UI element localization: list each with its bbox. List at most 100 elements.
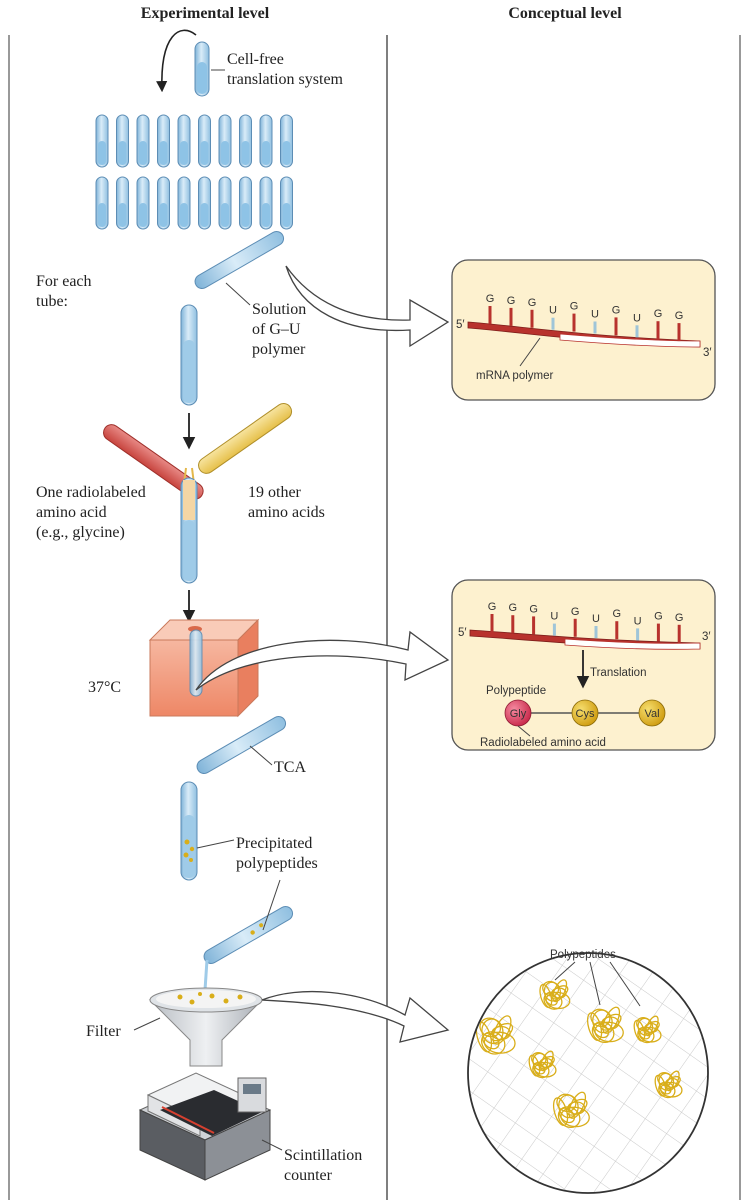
radiolabeled-label: Radiolabeled amino acid [480,737,606,749]
cys-residue [571,699,599,727]
radio-label-2: amino acid [36,504,107,521]
tube-rack [95,114,293,230]
precip-label-2: polypeptides [236,855,318,872]
precip-label-1: Precipitated [236,835,312,852]
rack-tube [259,176,273,230]
base-letter: G [509,602,518,614]
arrow-to-panel-1 [285,265,450,348]
base-letter: U [550,611,558,623]
rack-tube [177,114,191,168]
tca-tube [196,716,287,774]
polypeptide-clump [633,1015,662,1044]
translation-label: Translation [590,667,646,679]
precipitation-tube [180,781,198,881]
base-letter: G [488,601,497,613]
base-letter: G [571,606,580,618]
rack-tube [218,176,232,230]
rack-tube [136,114,150,168]
arrow-to-panel-2 [195,630,450,691]
arrow-to-panel-3 [261,990,450,1043]
rack-tube [157,114,170,168]
scint-label-1: Scintillation [284,1147,362,1164]
rack-tube [198,114,211,168]
base-letter: G [612,304,621,316]
rack-tube [280,114,293,168]
panel1-three-prime: 3′ [703,347,712,359]
rack-tube [157,176,170,230]
conceptual-header: Conceptual level [508,5,622,22]
rack-tube [239,176,252,230]
base-letter: U [634,615,642,627]
base-letter: U [633,312,641,324]
val-residue [638,699,666,727]
rack-tube [198,176,211,230]
cellfree-label-1: Cell-free [227,51,284,68]
incubation-block [148,618,260,718]
polypeptide-label: Polypeptide [486,685,546,697]
cellfree-tube [194,41,210,97]
polypeptide-clump [475,1015,516,1055]
solution-label-3: polymer [252,341,306,358]
rack-tube [239,114,252,168]
base-letter: G [529,603,538,615]
scintillation-counter [138,1072,272,1181]
other-label-1: 19 other [248,484,302,501]
base-letter: G [528,297,537,309]
val-label: Val [644,708,659,720]
mrna-polymer-label: mRNA polymer [476,370,553,382]
filter-closeup: Polypeptides [467,949,709,1194]
base-letter: G [570,301,579,313]
panel2-five-prime: 5′ [458,627,467,639]
gu-polymer-tube [194,231,285,289]
panel1-five-prime: 5′ [456,319,465,331]
base-letter: G [507,295,516,307]
rack-tube [116,176,129,230]
pouring-tube [203,906,294,964]
rack-tube [218,114,232,168]
base-letter: G [654,611,663,623]
panel2-three-prime: 3′ [702,631,711,643]
foreach-label-2: tube: [36,293,68,310]
base-letter: U [592,613,600,625]
base-letter: G [613,608,622,620]
rack-tube [280,176,293,230]
other-label-2: amino acids [248,504,325,521]
temperature-label: 37°C [88,679,121,696]
solution-label-2: of G–U [252,321,301,338]
rack-tube [95,176,109,230]
rack-tube [136,176,150,230]
cellfree-label-2: translation system [227,71,344,88]
radio-label-3: (e.g., glycine) [36,524,125,541]
experimental-header: Experimental level [141,5,270,22]
filter-funnel [148,987,264,1067]
base-letter: U [549,305,557,317]
base-letter: G [654,308,663,320]
polypeptide-clump [539,979,571,1010]
polypeptide-clump [552,1091,590,1129]
rack-tube [259,114,273,168]
scint-label-2: counter [284,1167,333,1184]
polypeptide-clump [654,1070,683,1099]
mix-tube [180,477,198,584]
polypeptide-clump [528,1050,557,1079]
other-aa-tube [198,402,293,474]
gly-label: Gly [510,708,527,720]
cys-label: Cys [576,708,595,720]
foreach-label-1: For each [36,273,92,290]
polypeptides-label: Polypeptides [550,949,616,961]
base-letter: G [675,612,684,624]
radio-label-1: One radiolabeled [36,484,146,501]
rack-tube [177,176,191,230]
rack-tube [95,114,109,168]
polypeptide-clump [586,1006,624,1044]
solution-label-1: Solution [252,301,306,318]
rack-tube [116,114,129,168]
base-letter: U [591,309,599,321]
base-letter: G [675,310,684,322]
base-letter: G [486,293,495,305]
pour-arrow [156,29,197,93]
filter-label: Filter [86,1023,121,1040]
